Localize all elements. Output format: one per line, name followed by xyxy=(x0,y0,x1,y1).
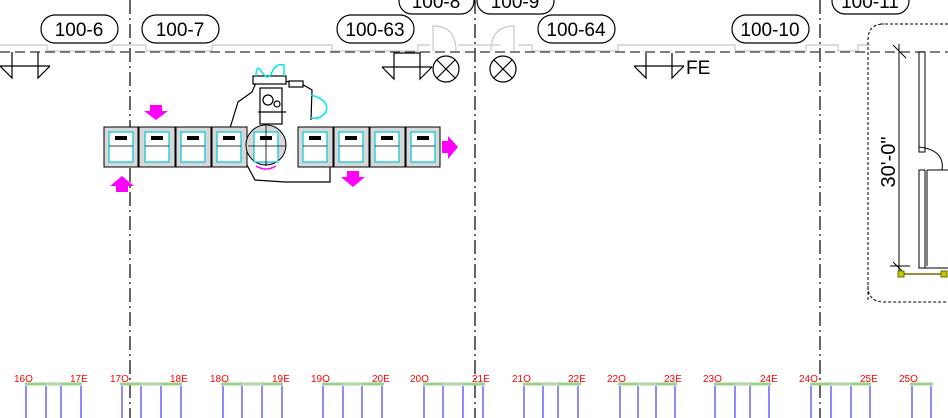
room-tag-100-7[interactable]: 100-7 xyxy=(141,14,220,44)
bay-label: 22E xyxy=(568,374,586,385)
bay-label: 25E xyxy=(860,374,878,385)
room-tag-label: 100-6 xyxy=(55,20,104,41)
room-tag-label: 100-7 xyxy=(156,20,205,41)
bay-label: 17E xyxy=(70,374,88,385)
light-fixture-icon[interactable] xyxy=(432,55,460,83)
dimension-label: 30'-0" xyxy=(878,137,900,188)
side-room[interactable]: 30'-0" xyxy=(867,23,948,303)
column-grid-lines xyxy=(129,0,821,418)
room-tag-label: 100-9 xyxy=(491,0,540,13)
room-tag-label: 100-11 xyxy=(841,0,899,13)
conveyor-assembly[interactable] xyxy=(103,63,441,183)
bay-label: 21O xyxy=(512,374,531,385)
bay-label: 24E xyxy=(760,374,778,385)
room-tag-100-8[interactable]: 100-8 xyxy=(398,0,475,15)
bay-label: 17O xyxy=(110,374,129,385)
light-fixture-icon[interactable] xyxy=(489,55,517,83)
bay-label: 24O xyxy=(799,374,818,385)
room-tag-100-11[interactable]: 100-11 xyxy=(831,0,910,15)
room-tag-label: 100-10 xyxy=(740,20,799,41)
room-tag-label: 100-63 xyxy=(345,20,404,41)
room-tag-100-64[interactable]: 100-64 xyxy=(537,14,616,44)
room-tag-label: 100-64 xyxy=(546,20,606,41)
room-tag-100-6[interactable]: 100-6 xyxy=(40,14,119,44)
room-tag-100-10[interactable]: 100-10 xyxy=(731,14,810,44)
fe-label: FE xyxy=(686,58,710,79)
room-tag-100-63[interactable]: 100-63 xyxy=(336,14,415,44)
outlet-symbol[interactable] xyxy=(381,52,433,81)
bay-label: 23E xyxy=(664,374,682,385)
room-tag-label: 100-8 xyxy=(412,0,461,13)
bay-label: 19O xyxy=(311,374,330,385)
bay-label: 20O xyxy=(410,374,429,385)
fire-extinguisher-symbol[interactable] xyxy=(633,53,685,80)
bay-label: 20E xyxy=(372,374,390,385)
bay-label: 16O xyxy=(14,374,33,385)
room-tag-100-9[interactable]: 100-9 xyxy=(476,0,555,15)
bay-label: 22O xyxy=(607,374,626,385)
flow-arrow-icon xyxy=(110,105,458,192)
conveyor-inner-frames xyxy=(108,131,436,163)
bay-label: 18O xyxy=(210,374,229,385)
bay-label: 19E xyxy=(272,374,290,385)
bay-label: 21E xyxy=(472,374,490,385)
bay-strip xyxy=(25,382,933,418)
bay-label: 23O xyxy=(703,374,722,385)
bay-labels: 16O 17E 17O 18E 18O 19E 19O 20E 20O 21E … xyxy=(14,374,918,385)
bay-label: 25O xyxy=(899,374,918,385)
bay-label: 18E xyxy=(170,374,188,385)
outlet-symbol[interactable] xyxy=(0,52,51,80)
top-wall xyxy=(0,25,870,52)
